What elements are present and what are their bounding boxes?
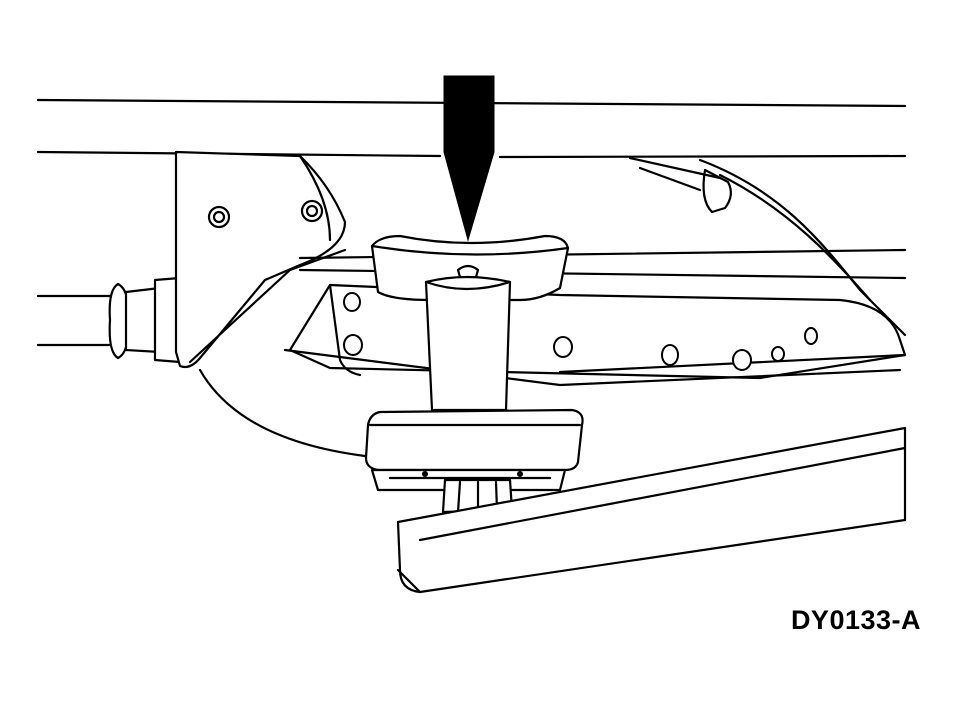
axle-shaft — [36, 276, 182, 364]
brake-hose — [628, 156, 907, 337]
jack-base-plate — [396, 426, 907, 594]
spring-plate — [283, 283, 907, 387]
spring-hanger-bracket — [174, 150, 347, 369]
jack-post — [424, 275, 512, 412]
down-arrow-icon — [443, 75, 495, 242]
figure-id-label: DY0133-A — [790, 605, 921, 635]
jack-collar — [364, 408, 584, 492]
